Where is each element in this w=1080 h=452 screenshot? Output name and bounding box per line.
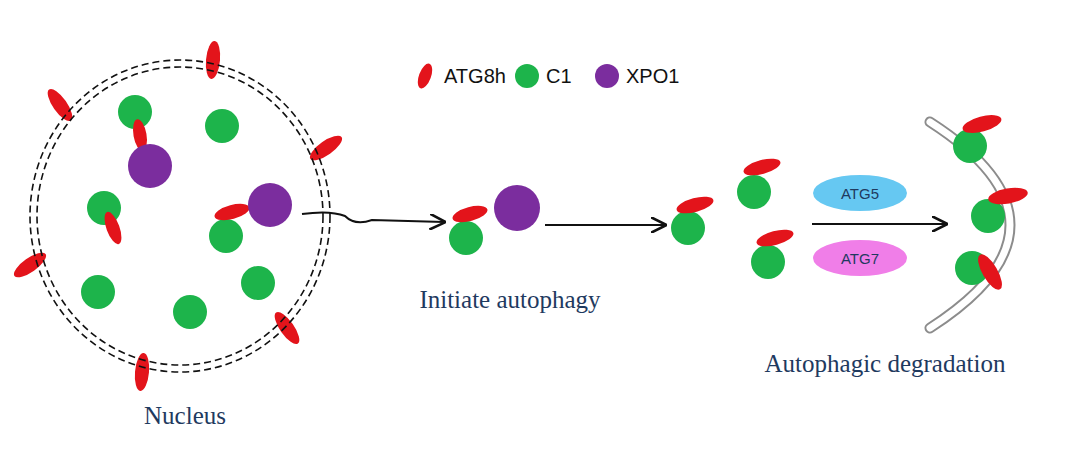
legend-text: C1: [546, 65, 572, 88]
legend-swatch: [512, 62, 542, 90]
enzyme-label: ATG5: [841, 185, 879, 202]
phagophore: [930, 122, 1010, 328]
envelope-atg8h: [10, 40, 345, 391]
process-arrow: [812, 223, 946, 225]
compartment-label: Nucleus: [144, 402, 226, 430]
nucleus-contents: [81, 95, 292, 329]
exported-complex: [449, 185, 540, 255]
enzyme-ellipse: ATG5: [812, 174, 908, 212]
legend-text: XPO1: [626, 65, 679, 88]
legend-text: ATG8h: [444, 65, 506, 88]
step-label: Initiate autophagy: [419, 286, 600, 314]
nucleus: Nucleus: [25, 52, 335, 432]
legend-swatch: [592, 62, 622, 90]
enzyme-label: ATG7: [841, 250, 879, 267]
step-label: Autophagic degradation: [765, 350, 1006, 378]
process-arrow: [545, 224, 665, 226]
engulfed-complexes: [953, 112, 1029, 293]
legend-item: XPO1: [592, 62, 679, 90]
legend-swatch: [410, 62, 440, 90]
legend-item: C1: [512, 62, 572, 90]
enzyme-ellipse: ATG7: [812, 239, 908, 277]
legend-item: ATG8h: [410, 62, 506, 90]
nucleus-outline: [25, 52, 335, 432]
free-complexes: [671, 155, 795, 279]
